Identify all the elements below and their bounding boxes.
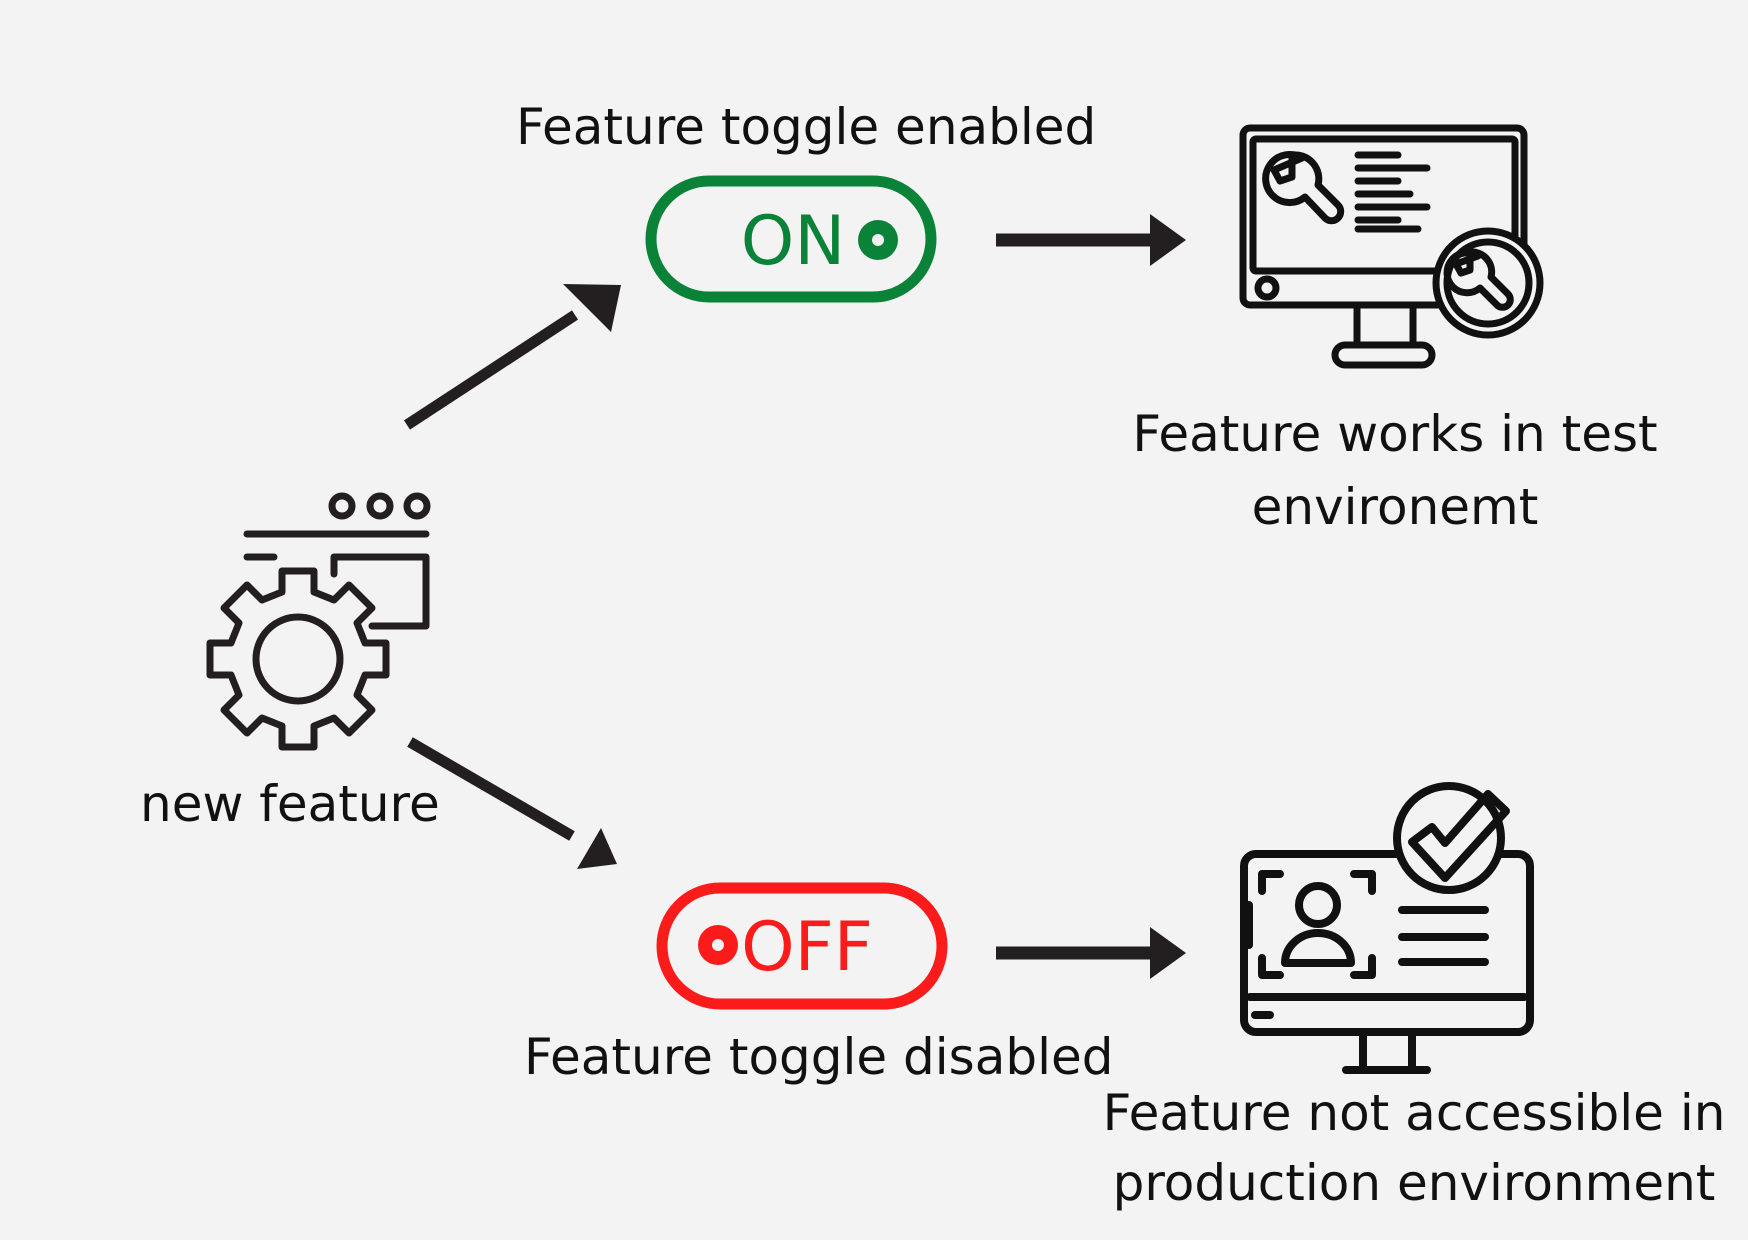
arrow-to-production-result <box>996 927 1186 979</box>
monitor-maintenance-icon <box>1239 124 1544 369</box>
arrow-to-enabled <box>403 284 621 430</box>
arrow-to-disabled <box>407 737 617 869</box>
new-feature-label: new feature <box>140 775 440 833</box>
enabled-caption: Feature toggle enabled <box>516 98 1097 156</box>
result-line: environemt <box>1251 477 1539 536</box>
test-environment-result: Feature works in test environemt <box>1080 398 1710 543</box>
result-line: Feature works in test <box>1132 405 1658 463</box>
off-toggle-label: OFF <box>741 908 873 987</box>
monitor-user-verified-icon <box>1240 782 1534 1074</box>
on-toggle-switch: ON <box>645 175 937 303</box>
gear-settings-window-icon <box>206 492 431 751</box>
on-toggle-label: ON <box>741 202 845 281</box>
result-line: Feature not accessible in <box>1102 1084 1726 1142</box>
arrow-to-test-result <box>996 214 1186 266</box>
disabled-caption: Feature toggle disabled <box>524 1028 1114 1086</box>
off-toggle-switch: OFF <box>656 882 948 1010</box>
result-line: production environment <box>1112 1154 1716 1212</box>
production-environment-result: Feature not accessible in production env… <box>1080 1078 1748 1218</box>
